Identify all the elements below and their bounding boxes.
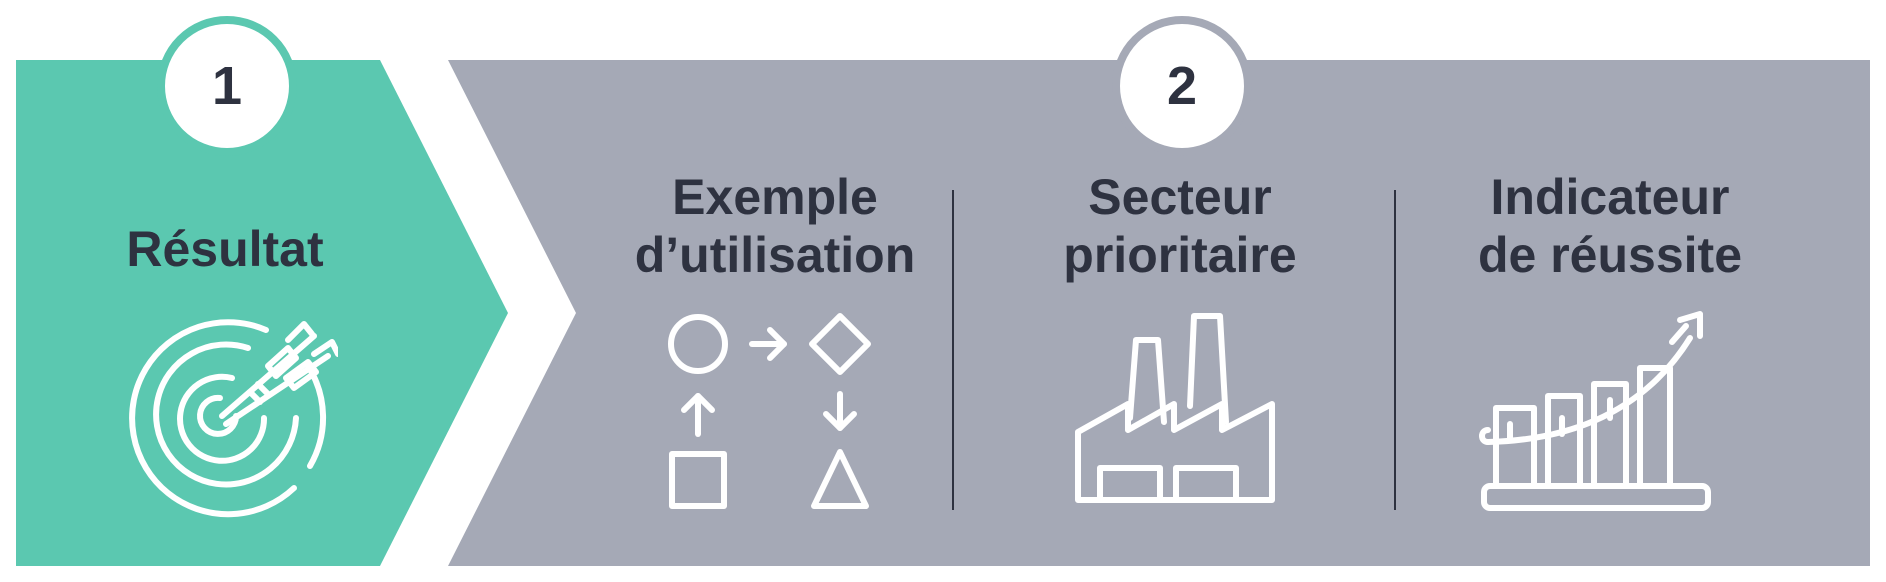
target-arrows-icon — [118, 306, 338, 526]
divider-1 — [952, 190, 954, 510]
use-case-label: Exemple d’utilisation — [634, 169, 916, 283]
step-2-badge: 2 — [1112, 16, 1252, 156]
factory-icon — [1072, 310, 1282, 510]
result-label: Résultat — [126, 221, 324, 277]
step-1-badge: 1 — [157, 16, 297, 156]
success-indicator-label: Indicateur de réussite — [1477, 169, 1742, 283]
growth-chart-icon — [1474, 308, 1718, 516]
priority-sector-label: Secteur prioritaire — [1063, 169, 1297, 283]
divider-2 — [1394, 190, 1396, 510]
step-1-arrow-shape — [16, 60, 508, 566]
workflow-shapes-icon — [660, 308, 880, 518]
